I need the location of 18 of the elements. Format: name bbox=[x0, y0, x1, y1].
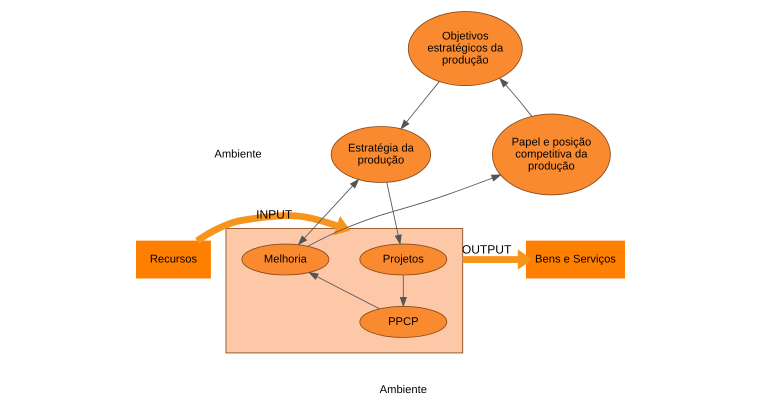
node-ellipse: Melhoria bbox=[241, 244, 330, 276]
arrow bbox=[307, 174, 502, 247]
arrow bbox=[195, 212, 350, 244]
arrow bbox=[400, 81, 440, 130]
arrow bbox=[386, 182, 402, 246]
arrow bbox=[298, 178, 360, 246]
node-box: Recursos bbox=[136, 240, 211, 278]
label: Ambiente bbox=[380, 384, 427, 396]
node-ellipse: Projetos bbox=[359, 244, 448, 276]
arrow bbox=[308, 272, 380, 310]
node-ellipse: Estratégia da produção bbox=[330, 126, 432, 183]
label: Ambiente bbox=[214, 148, 262, 160]
node-ellipse: Objetivos estratégicos da produção bbox=[408, 11, 523, 86]
arrow bbox=[498, 78, 532, 117]
node-ellipse: PPCP bbox=[359, 306, 448, 338]
cluster bbox=[226, 228, 464, 354]
node-box: Bens e Serviços bbox=[526, 240, 625, 278]
arrow bbox=[400, 274, 407, 308]
